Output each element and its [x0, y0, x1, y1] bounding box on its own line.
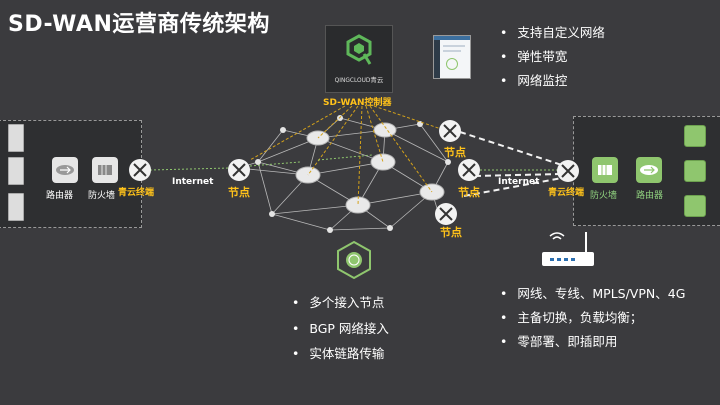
left-terminal-label: 青云终端 — [118, 188, 155, 198]
controller-label: SD-WAN控制器 — [323, 98, 392, 108]
feature-center-2: BGP 网络接入 — [292, 318, 389, 337]
right-node-label-1: 节点 — [444, 146, 466, 159]
firewall-icon — [92, 157, 118, 183]
right-node-label-3: 节点 — [440, 226, 462, 239]
feature-top-3: 网络监控 — [500, 70, 567, 89]
right-node-label-2: 节点 — [458, 186, 480, 199]
feature-bottom-1: 网线、专线、MPLS/VPN、4G — [500, 283, 685, 302]
left-firewall-label: 防火墙 — [88, 191, 116, 201]
access-node-hex-icon — [337, 240, 371, 280]
firewall-icon — [592, 157, 618, 183]
server-icon — [8, 124, 24, 152]
router-icon — [52, 157, 78, 183]
server-icon — [8, 193, 24, 221]
right-firewall-label: 防火墙 — [590, 191, 618, 201]
console-thumbnail — [433, 35, 471, 79]
right-node-icon — [435, 203, 457, 225]
monitor-icon — [684, 195, 706, 217]
right-node-icon — [458, 159, 480, 181]
feature-bottom-3: 零部署、即插即用 — [500, 331, 617, 350]
monitor-icon — [684, 125, 706, 147]
right-node-icon — [439, 120, 461, 142]
feature-center-3: 实体链路传输 — [292, 343, 384, 362]
feature-center-1: 多个接入节点 — [292, 292, 384, 311]
left-internet-label: Internet — [172, 177, 214, 187]
feature-top-1: 支持自定义网络 — [500, 22, 605, 41]
right-router-label: 路由器 — [636, 191, 664, 201]
left-node-label: 节点 — [228, 186, 250, 199]
monitor-icon — [684, 160, 706, 182]
right-internet-label: Internet — [498, 177, 540, 187]
qingcloud-logo-icon — [346, 34, 372, 65]
controller-logo-box: QINGCLOUD青云 — [325, 25, 393, 93]
feature-bottom-2: 主备切换，负载均衡； — [500, 307, 642, 326]
left-node-icon — [228, 159, 250, 181]
left-router-label: 路由器 — [46, 191, 74, 201]
wifi-router-icon — [542, 232, 594, 266]
left-terminal-icon — [129, 159, 151, 181]
server-icon — [8, 157, 24, 185]
right-terminal-icon — [557, 160, 579, 182]
controller-brand: QINGCLOUD青云 — [334, 76, 384, 84]
page-title: SD-WAN运营商传统架构 — [8, 12, 270, 37]
feature-top-2: 弹性带宽 — [500, 46, 567, 65]
right-terminal-label: 青云终端 — [548, 188, 585, 198]
router-icon — [636, 157, 662, 183]
